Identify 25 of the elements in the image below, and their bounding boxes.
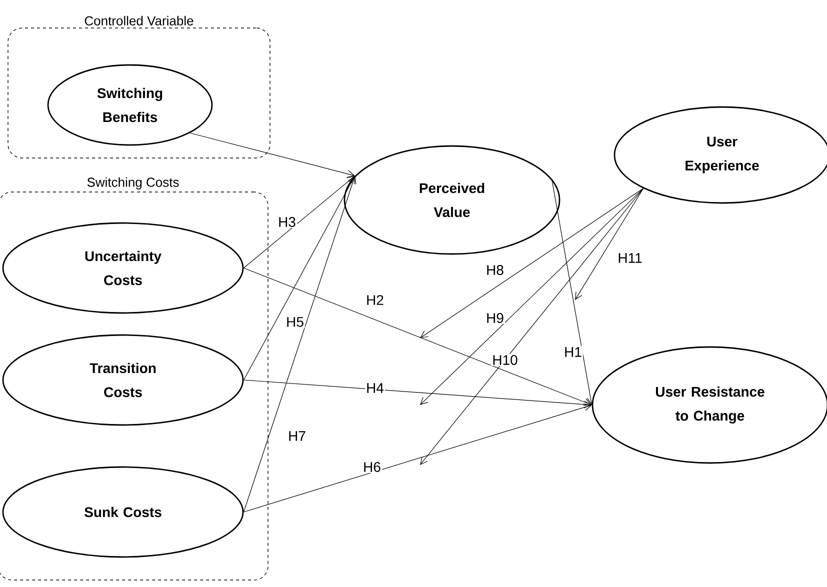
edge-label: H10 [491, 354, 519, 366]
arrow [551, 178, 594, 405]
edge-label: H2 [365, 294, 385, 306]
arrow [243, 176, 355, 380]
edge-label: H7 [287, 430, 307, 442]
arrow [243, 176, 355, 268]
arrow [243, 176, 356, 512]
edge-label: H9 [485, 312, 505, 324]
edge-label: H5 [285, 316, 305, 328]
arrow [190, 132, 355, 178]
edge-label: H8 [485, 264, 505, 276]
arrow [420, 188, 644, 465]
node-label: Switching Costs [87, 177, 179, 190]
arrow [243, 380, 592, 408]
edge-label: H4 [365, 382, 385, 394]
arrow [420, 188, 644, 405]
arrow [420, 188, 644, 338]
node-label: Controlled Variable [84, 16, 194, 26]
edge-label: H3 [277, 216, 297, 228]
edge-label: H6 [362, 461, 382, 473]
arrow [243, 404, 592, 512]
edge-label: H11 [616, 252, 644, 264]
arrow [243, 268, 592, 406]
arrow [575, 188, 644, 300]
edge-label: H1 [563, 346, 583, 358]
